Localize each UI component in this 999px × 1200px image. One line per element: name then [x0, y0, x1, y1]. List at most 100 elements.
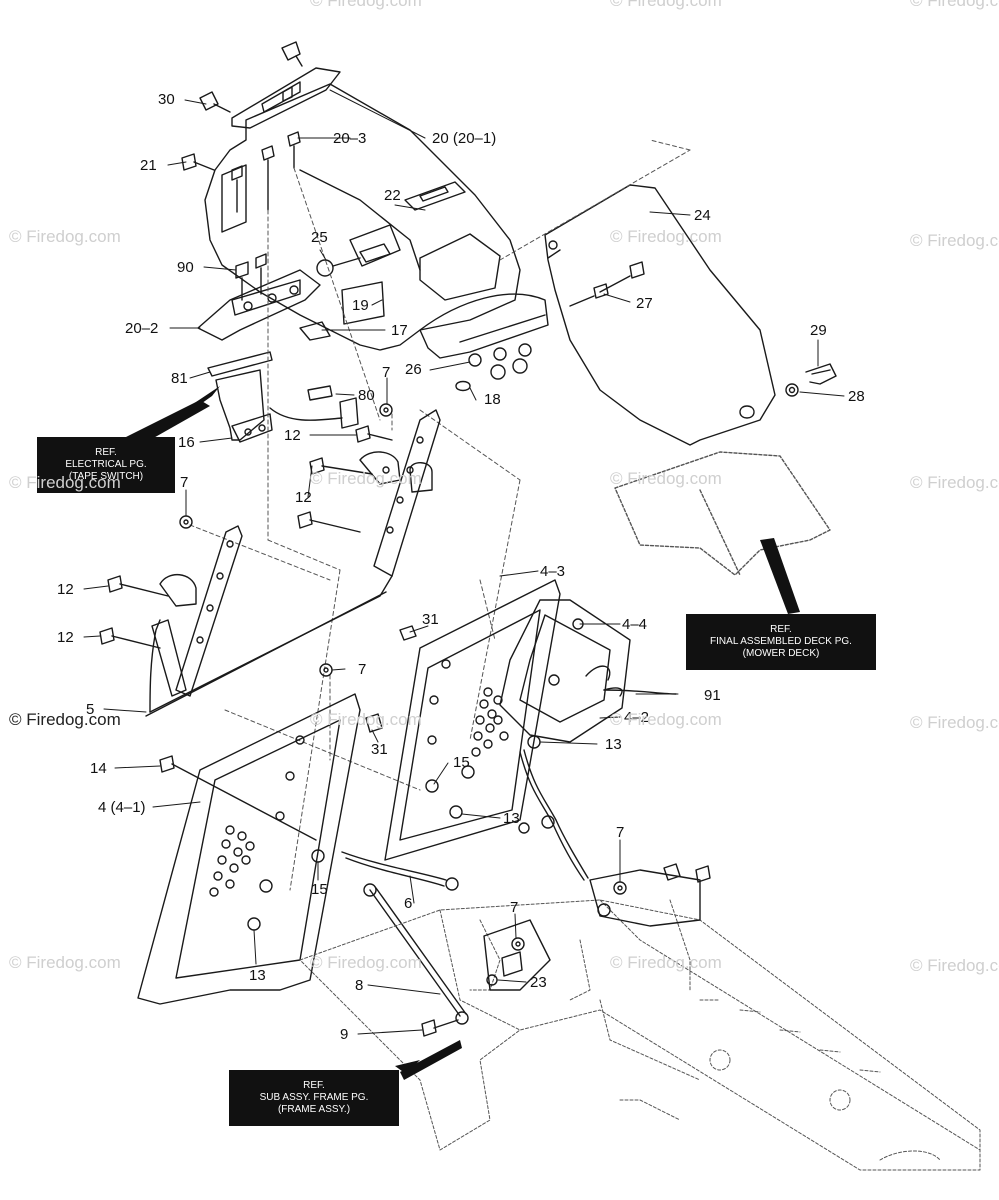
callout-29: 29	[810, 322, 827, 339]
callout-31-a: 31	[422, 611, 439, 628]
chute-lip-26	[419, 293, 549, 392]
callout-7-right: 7	[616, 824, 625, 841]
callout-27: 27	[636, 295, 653, 312]
bracket-23	[483, 919, 551, 991]
ref-deck-line-3: (MOWER DECK)	[742, 648, 820, 659]
rod-6	[341, 749, 589, 887]
switch-bracket-16	[207, 351, 273, 443]
callout-7-mid: 7	[358, 661, 367, 678]
ref-frame-line-3: (FRAME ASSY.)	[277, 1104, 351, 1115]
bolt-20-3	[231, 131, 301, 213]
watermark: © Firedog.com	[310, 710, 422, 729]
watermark: © Firedog.com	[610, 469, 722, 488]
callout-7-low: 7	[510, 899, 519, 916]
callout-6: 6	[404, 895, 413, 912]
callout-13-a: 13	[605, 736, 622, 753]
callout-4-3: 4–3	[540, 563, 566, 580]
watermark: © Firedog.com	[910, 0, 999, 10]
callout-13-c: 13	[249, 967, 266, 984]
ref-box-electrical: REF. ELECTRICAL PG. (TAPE SWITCH)	[37, 437, 175, 493]
callout-7-top: 7	[382, 364, 391, 381]
callout-12-a: 12	[284, 427, 301, 444]
callout-4-4: 4–4	[622, 616, 648, 633]
callout-5: 5	[86, 701, 95, 718]
watermark: © Firedog.com	[610, 710, 722, 729]
callout-24: 24	[694, 207, 711, 224]
watermark: © Firedog.com	[910, 473, 999, 492]
watermark: © Firedog.com	[910, 956, 999, 975]
callout-31-b: 31	[371, 741, 388, 758]
leader-lines	[83, 89, 845, 1035]
clip-17	[299, 321, 331, 341]
callout-19: 19	[352, 297, 369, 314]
frame-assembly	[299, 899, 981, 1171]
callout-90: 90	[177, 259, 194, 276]
callout-9: 9	[340, 1026, 349, 1043]
callout-81: 81	[171, 370, 188, 387]
ref-electrical-line-2: ELECTRICAL PG.	[65, 459, 147, 470]
watermark: © Firedog.com	[610, 227, 722, 246]
watermark: © Firedog.com	[9, 710, 121, 729]
callout-7-left: 7	[180, 474, 189, 491]
pedal-plate-4-3	[384, 579, 561, 861]
watermark: © Firedog.com	[610, 0, 722, 10]
ref-box-frame: REF. SUB ASSY. FRAME PG. (FRAME ASSY.)	[229, 1070, 399, 1126]
callout-4-2: 4–2	[624, 709, 650, 726]
nuts-13-15	[247, 735, 541, 931]
watermark: © Firedog.com	[310, 0, 422, 10]
bracket-4-4	[499, 599, 631, 743]
ref-frame-line-1: REF.	[303, 1080, 325, 1091]
tape-switch-80	[269, 385, 359, 429]
deflector-shield-24	[544, 184, 776, 446]
ref-electrical-line-1: REF.	[95, 447, 117, 458]
nuts-31	[365, 625, 417, 733]
ref-electrical-line-3: (TAPE SWITCH)	[68, 471, 144, 482]
callout-14: 14	[90, 760, 107, 777]
ref-frame-line-2: SUB ASSY. FRAME PG.	[259, 1092, 369, 1103]
callout-12-d: 12	[57, 629, 74, 646]
callout-26: 26	[405, 361, 422, 378]
bolt-21	[181, 153, 215, 171]
callout-23: 23	[530, 974, 547, 991]
callout-13-b: 13	[503, 810, 520, 827]
callout-91: 91	[704, 687, 721, 704]
watermark: © Firedog.com	[9, 227, 121, 246]
top-bracket	[199, 41, 341, 129]
callout-15-a: 15	[453, 754, 470, 771]
assembly-lines	[189, 139, 691, 891]
watermark: © Firedog.com	[9, 953, 121, 972]
callout-15-b: 15	[311, 881, 328, 898]
ref-deck-line-1: REF.	[770, 624, 792, 635]
callout-16: 16	[178, 434, 195, 451]
callout-20-3: 20–3	[333, 130, 367, 147]
lever-bracket-right	[359, 409, 441, 577]
decal-19	[341, 281, 385, 325]
callout-18: 18	[484, 391, 501, 408]
rod-8	[363, 877, 469, 1025]
ref-deck-line-2: FINAL ASSEMBLED DECK PG.	[710, 636, 852, 647]
bracket-cluster-right	[589, 863, 711, 927]
callout-20-2: 20–2	[125, 320, 159, 337]
watermark: © Firedog.com	[9, 473, 121, 492]
watermark: © Firedog.com	[910, 713, 999, 732]
bolt-14	[159, 755, 317, 841]
watermark: © Firedog.com	[310, 469, 422, 488]
callout-25: 25	[311, 229, 328, 246]
bolt-9	[421, 1019, 459, 1037]
mower-deck-ref-shape	[614, 451, 831, 576]
cable-91	[603, 689, 677, 695]
callout-12-c: 12	[57, 581, 74, 598]
bolts-12	[99, 425, 393, 649]
pedal-plate-4-1	[137, 693, 361, 1005]
callout-12-b: 12	[295, 489, 312, 506]
callout-8: 8	[355, 977, 364, 994]
watermark: © Firedog.com	[310, 953, 422, 972]
callout-28: 28	[848, 388, 865, 405]
callout-22: 22	[384, 187, 401, 204]
watermark: © Firedog.com	[910, 231, 999, 250]
lever-bracket-left	[151, 525, 243, 697]
callout-20: 20 (20–1)	[432, 130, 497, 147]
knob-25	[316, 243, 391, 277]
